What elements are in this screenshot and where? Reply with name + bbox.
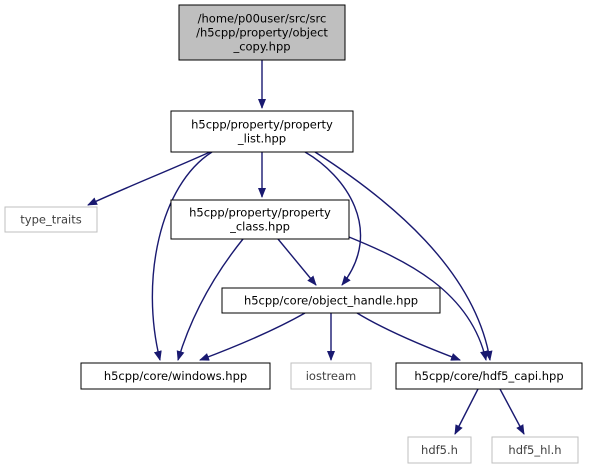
edge-property_class-to-hdf5_capi xyxy=(348,236,488,361)
edge-property_list-to-hdf5_capi xyxy=(314,151,493,361)
node-object-copy[interactable]: /home/p00user/src/src/h5cpp/property/obj… xyxy=(178,4,346,61)
node-iostream: iostream xyxy=(290,362,372,390)
edge-hdf5_capi-to-hdf5_hl xyxy=(499,388,525,435)
node-label-line: hdf5_hl.h xyxy=(508,443,561,457)
edge-property_list-to-type_traits xyxy=(87,151,211,206)
node-label-line: h5cpp/core/object_handle.hpp xyxy=(244,294,418,308)
node-label-line: h5cpp/core/hdf5_capi.hpp xyxy=(414,369,563,383)
node-box xyxy=(80,362,271,390)
node-label-line: iostream xyxy=(306,369,357,383)
node-label-line: hdf5.h xyxy=(421,443,458,457)
node-label-line: _class.hpp xyxy=(229,220,290,234)
node-box xyxy=(178,4,346,61)
node-box xyxy=(170,199,350,240)
node-label-line: h5cpp/property/property xyxy=(191,118,333,132)
node-box xyxy=(407,436,472,464)
node-label-line: h5cpp/core/windows.hpp xyxy=(104,369,247,383)
node-label-line: h5cpp/property/property xyxy=(189,206,331,220)
edge-property_class-to-object_handle xyxy=(277,238,317,286)
node-property-class[interactable]: h5cpp/property/property_class.hpp xyxy=(170,199,350,240)
edge-object_handle-to-hdf5_capi xyxy=(356,312,461,361)
node-property-list[interactable]: h5cpp/property/property_list.hpp xyxy=(170,110,354,153)
edge-property_class-to-windows xyxy=(176,238,244,361)
node-hdf5: hdf5.h xyxy=(407,436,472,464)
node-box xyxy=(221,287,441,314)
node-box xyxy=(4,206,98,233)
node-label-line: _list.hpp xyxy=(237,132,286,146)
node-box xyxy=(290,362,372,390)
edge-hdf5_capi-to-hdf5 xyxy=(454,388,479,435)
edge-property_list-to-object_handle xyxy=(304,151,362,286)
node-windows[interactable]: h5cpp/core/windows.hpp xyxy=(80,362,271,390)
node-label-line: /home/p00user/src/src xyxy=(198,12,327,26)
edge-object_handle-to-windows xyxy=(199,312,306,361)
node-label-line: _copy.hpp xyxy=(232,40,290,54)
node-box xyxy=(170,110,354,153)
node-object-handle[interactable]: h5cpp/core/object_handle.hpp xyxy=(221,287,441,314)
node-box xyxy=(491,436,579,464)
node-label-line: type_traits xyxy=(20,213,81,227)
edge-property_list-to-windows xyxy=(151,151,213,361)
node-hdf5-capi[interactable]: h5cpp/core/hdf5_capi.hpp xyxy=(395,362,583,390)
node-type-traits: type_traits xyxy=(4,206,98,233)
node-label-line: /h5cpp/property/object xyxy=(196,26,328,40)
node-box xyxy=(395,362,583,390)
node-hdf5-hl: hdf5_hl.h xyxy=(491,436,579,464)
